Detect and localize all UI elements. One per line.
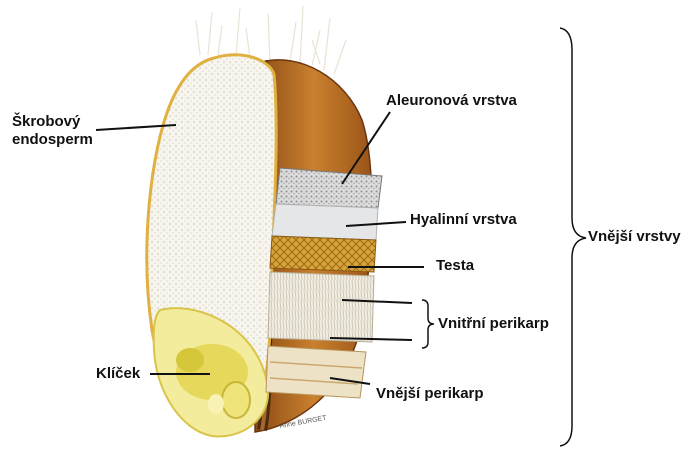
outer-pericarp-layer [265,345,367,399]
germ [152,307,270,438]
outer-layers-bracket [559,27,587,447]
label-aleurone-layer: Aleuronová vrstva [386,92,517,109]
hyaline-layer [271,203,379,241]
grain-hairs [195,5,347,75]
label-starchy-endosperm-line1: Škrobový [12,113,81,130]
inner-pericarp-layer [267,271,375,343]
label-outer-layers: Vnější vrstvy [588,228,681,245]
label-outer-pericarp: Vnější perikarp [376,385,484,402]
label-germ: Klíček [96,365,141,382]
label-hyaline-layer: Hyalinní vrstva [410,211,517,228]
label-inner-pericarp: Vnitřní perikarp [438,315,549,332]
testa-layer [269,235,377,273]
leader-lines [95,111,424,385]
inner-pericarp-bracket [421,299,435,349]
label-starchy-endosperm-line2: endosperm [12,131,93,148]
label-testa: Testa [436,257,475,274]
